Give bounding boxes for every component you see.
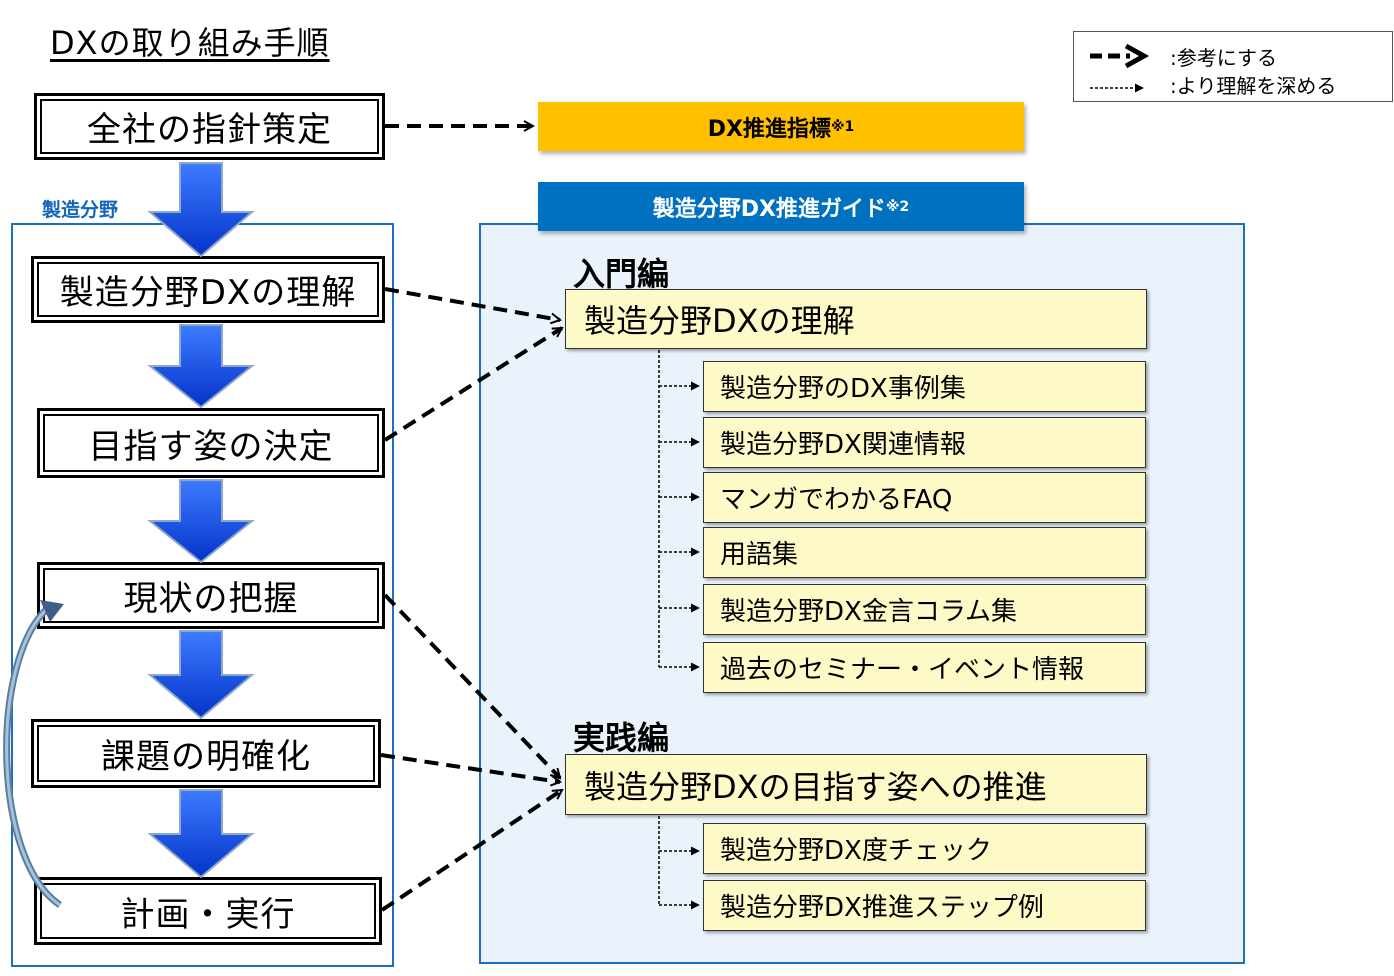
step-company-policy: 全社の指針策定 xyxy=(34,93,385,160)
practice-item-step-examples: 製造分野DX推進ステップ例 xyxy=(703,880,1146,931)
dx-index-box: DX推進指標※1 xyxy=(538,102,1024,151)
intro-item-column-collection: 製造分野DX金言コラム集 xyxy=(703,584,1146,635)
intro-item-manga-faq: マンガでわかるFAQ xyxy=(703,472,1146,523)
manufacturing-label: 製造分野 xyxy=(42,199,119,221)
step-grasp-current: 現状の把握 xyxy=(37,562,385,629)
dx-index-label: DX推進指標 xyxy=(707,116,831,142)
step-plan-execute: 計画・実行 xyxy=(34,877,382,945)
intro-item-case-studies: 製造分野のDX事例集 xyxy=(703,361,1146,412)
intro-main-item: 製造分野DXの理解 xyxy=(565,289,1147,349)
intro-section-title: 入門編 xyxy=(573,255,670,293)
intro-item-related-info: 製造分野DX関連情報 xyxy=(703,417,1146,468)
guide-banner: 製造分野DX推進ガイド※2 xyxy=(538,182,1024,231)
page-title: DXの取り組み手順 xyxy=(50,24,330,62)
guide-banner-label: 製造分野DX推進ガイド xyxy=(652,196,886,222)
legend-deepen-label: :より理解を深める xyxy=(1170,74,1337,98)
practice-item-dx-check: 製造分野DX度チェック xyxy=(703,823,1146,874)
guide-banner-note: ※2 xyxy=(885,198,910,215)
step-clarify-issues: 課題の明確化 xyxy=(31,719,381,788)
legend-reference-label: :参考にする xyxy=(1170,46,1277,70)
step-decide-vision: 目指す姿の決定 xyxy=(37,408,385,478)
step-understand-dx: 製造分野DXの理解 xyxy=(31,256,385,323)
practice-main-item: 製造分野DXの目指す姿への推進 xyxy=(565,754,1147,815)
intro-item-glossary: 用語集 xyxy=(703,527,1146,578)
practice-section-title: 実践編 xyxy=(573,719,670,757)
dx-index-note: ※1 xyxy=(830,118,855,135)
intro-item-past-events: 過去のセミナー・イベント情報 xyxy=(703,642,1146,693)
